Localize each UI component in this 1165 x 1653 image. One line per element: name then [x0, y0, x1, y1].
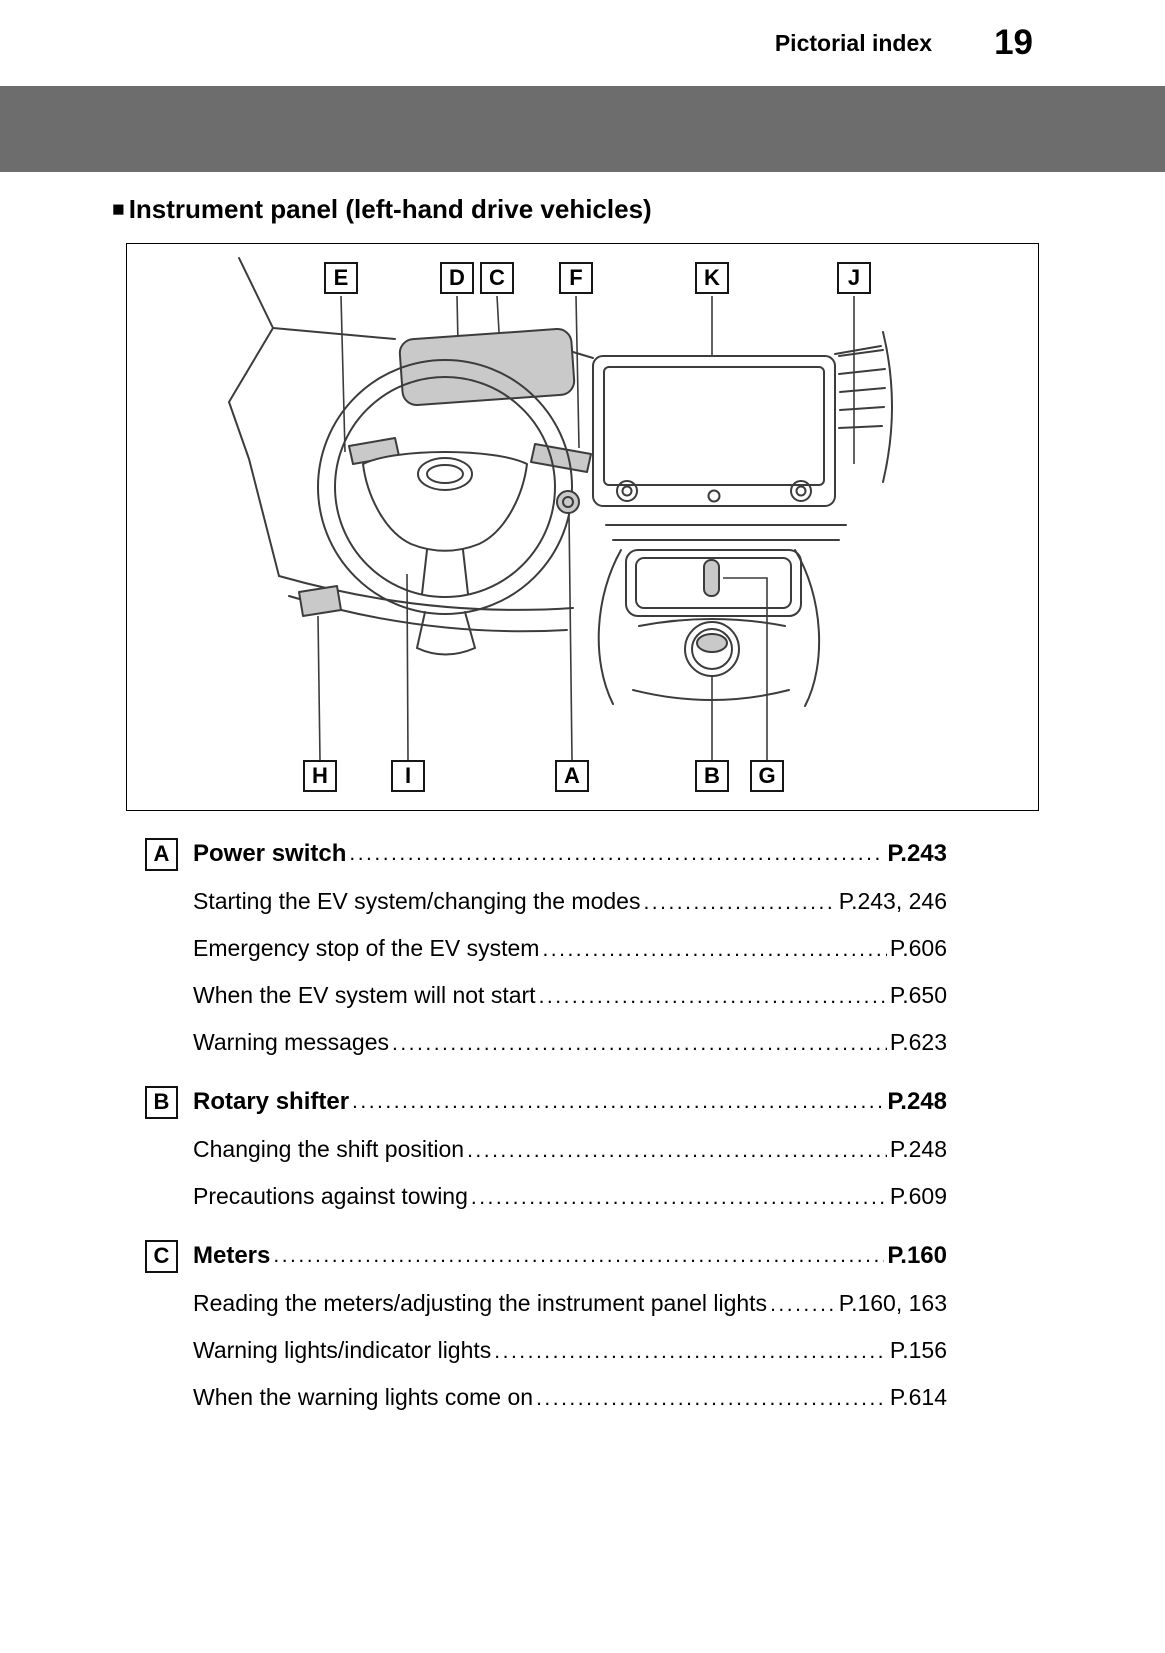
index-subitem-page: P.623	[889, 1029, 947, 1055]
index-letter-box: A	[145, 837, 178, 871]
steering-wheel	[317, 359, 573, 656]
index-subitem: Emergency stop of the EV system P.606	[145, 933, 947, 965]
dot-leader	[536, 1384, 887, 1414]
instrument-panel-diagram: E D C F K J H I A B G	[126, 243, 1039, 811]
index-subitem-page: P.160, 163	[838, 1290, 947, 1316]
index-item-C: C Meters P.160	[145, 1239, 947, 1273]
index-subitem-text: Precautions against towing	[193, 1183, 468, 1209]
index-subitem: Changing the shift position P.248	[145, 1134, 947, 1166]
multimedia-display	[592, 355, 836, 507]
callout-C: C	[480, 262, 514, 294]
index-item-B: B Rotary shifter P.248	[145, 1085, 947, 1119]
side-vent-louvers	[838, 349, 886, 429]
index-subitem: Precautions against towing P.609	[145, 1181, 947, 1213]
callout-J: J	[837, 262, 871, 294]
title-square-marker: ■	[112, 198, 125, 221]
index-subitem-page: P.614	[889, 1384, 947, 1410]
index-subitem-page: P.609	[889, 1183, 947, 1209]
index-subitem: Warning messages P.623	[145, 1027, 947, 1059]
index-subitem-text: Reading the meters/adjusting the instrum…	[193, 1290, 768, 1316]
index-subitem: Warning lights/indicator lights P.156	[145, 1335, 947, 1367]
index-item-page: P.160	[887, 1242, 947, 1269]
index-item-title: Meters	[193, 1242, 271, 1269]
dot-leader	[494, 1337, 887, 1367]
dot-leader	[643, 888, 835, 918]
index-subitem-text: Starting the EV system/changing the mode…	[193, 888, 641, 914]
pictorial-index-list: A Power switch P.243 Starting the EV sys…	[145, 837, 947, 1414]
section-title-text: Instrument panel (left-hand drive vehicl…	[128, 194, 652, 224]
callout-I: I	[391, 760, 425, 792]
index-subitem-page: P.243, 246	[838, 888, 947, 914]
index-subitem-page: P.248	[889, 1136, 947, 1162]
callout-H: H	[303, 760, 337, 792]
index-subitem-page: P.650	[889, 982, 947, 1008]
index-subitem: When the EV system will not start P.650	[145, 980, 947, 1012]
center-console	[597, 524, 847, 707]
lower-dash-switch	[298, 585, 342, 617]
dot-leader	[539, 982, 887, 1012]
power-switch	[556, 490, 580, 514]
index-subitem-text: When the EV system will not start	[193, 982, 536, 1008]
dot-leader	[467, 1136, 887, 1166]
index-subitem-text: Emergency stop of the EV system	[193, 935, 540, 961]
index-subitem-text: Warning messages	[193, 1029, 390, 1055]
index-subitem-page: P.156	[889, 1337, 947, 1363]
callout-K: K	[695, 262, 729, 294]
index-subitem-text: Warning lights/indicator lights	[193, 1337, 492, 1363]
index-item-page: P.243	[887, 840, 947, 867]
dashboard-outline	[228, 257, 893, 633]
index-subitem: Reading the meters/adjusting the instrum…	[145, 1288, 947, 1320]
callout-G: G	[750, 760, 784, 792]
index-letter-box: C	[145, 1239, 178, 1273]
callout-E: E	[324, 262, 358, 294]
header-section-label: Pictorial index	[774, 29, 933, 56]
dot-leader	[471, 1183, 887, 1213]
index-item-page: P.248	[887, 1088, 947, 1115]
index-letter-box: B	[145, 1085, 178, 1119]
dot-leader	[392, 1029, 887, 1059]
page-number: 19	[994, 23, 1033, 62]
index-item-title: Power switch	[193, 840, 347, 867]
index-subitem-text: When the warning lights come on	[193, 1384, 534, 1410]
callout-F: F	[559, 262, 593, 294]
section-title: ■ Instrument panel (left-hand drive vehi…	[112, 194, 1165, 225]
index-subitem-text: Changing the shift position	[193, 1136, 465, 1162]
instrument-panel-drawing	[228, 257, 893, 761]
callout-leader-lines	[317, 295, 855, 761]
index-subitem: Starting the EV system/changing the mode…	[145, 886, 947, 918]
dot-leader	[352, 1085, 884, 1119]
dot-leader	[273, 1239, 884, 1273]
index-item-A: A Power switch P.243	[145, 837, 947, 871]
page-header: Pictorial index 19	[0, 0, 1165, 86]
dot-leader	[770, 1290, 836, 1320]
dot-leader	[542, 935, 886, 965]
chapter-band	[0, 86, 1165, 172]
index-item-title: Rotary shifter	[193, 1088, 350, 1115]
callout-D: D	[440, 262, 474, 294]
callout-B: B	[695, 760, 729, 792]
index-subitem: When the warning lights come on P.614	[145, 1382, 947, 1414]
callout-A: A	[555, 760, 589, 792]
index-subitem-page: P.606	[889, 935, 947, 961]
dot-leader	[349, 837, 884, 871]
